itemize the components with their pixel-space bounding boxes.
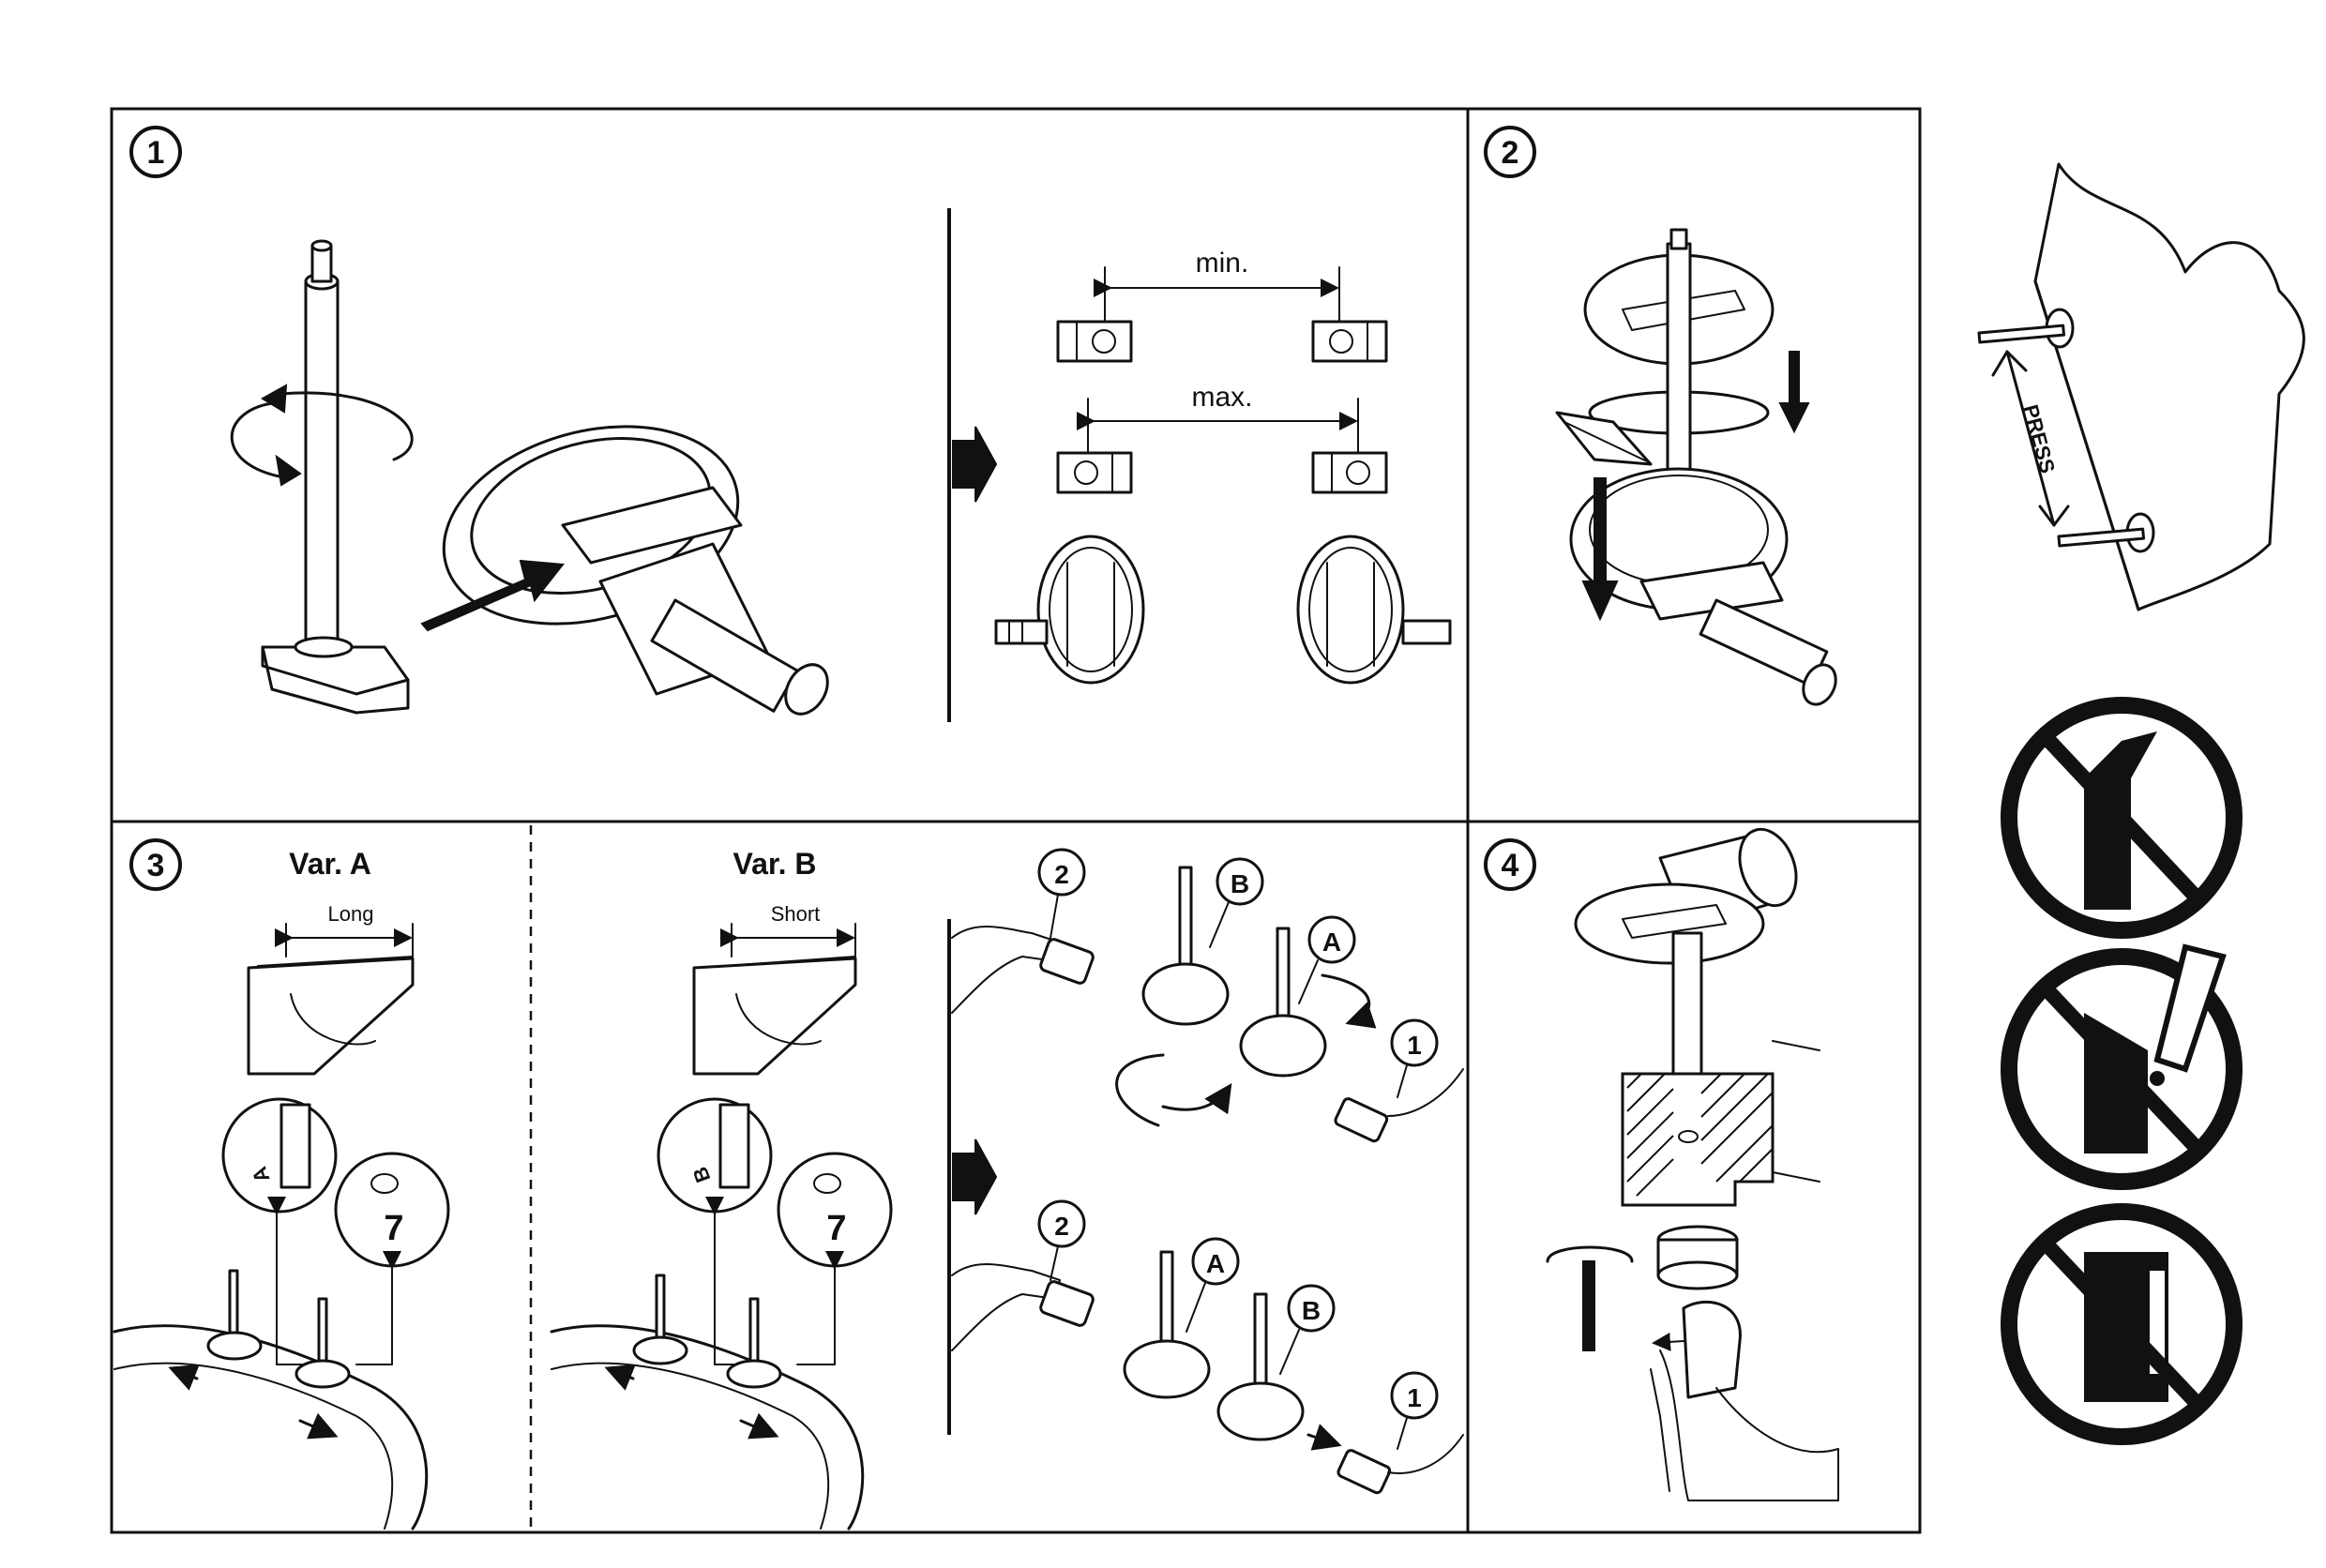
step-badge-2: 2 [1484,126,1536,178]
no-sitting-on-lid-icon [2001,697,2243,939]
no-abrasive-cleaner-icon [2001,943,2243,1190]
no-cleaning-products-icon [2001,1203,2243,1445]
sequence-bottom: 2 A B 1 [951,1199,1464,1495]
panel-frame [110,107,1922,1534]
var-a-long-dimension: Long [247,902,415,1076]
step-badge-3: 3 [129,838,182,891]
step-badge-4: 4 [1484,838,1536,891]
down-arrow-icon [1581,351,1810,622]
var-a-title: Var. A [289,847,371,881]
step2-assembly-illustration [1555,228,1837,706]
press-label: PRESS [2019,402,2060,476]
min-spacing-diagram: min. [1056,248,1388,363]
var-b-short-dimension: Short [692,902,857,1076]
seq1-letter-b: B [1231,869,1249,898]
var-b-title: Var. B [733,847,817,881]
var-b-detail-callouts: B 7 [657,1097,893,1365]
step-number-4: 4 [1502,848,1519,883]
sequence-top: 2 B A 1 [951,848,1464,1143]
step4-mounting-illustration [1546,827,1839,1501]
hinge-orientation-right [1296,535,1452,685]
insert-arrow-icon [420,559,565,632]
max-spacing-diagram: max. [1056,382,1388,494]
long-label: Long [328,902,374,926]
max-label: max. [1191,382,1252,413]
step1-pin-illustration [261,239,410,715]
var-a-detail-callouts: A 7 [221,1097,450,1365]
direction-arrow-icon [952,1138,998,1215]
var-a-callout-number: 7 [384,1209,403,1248]
seq1-tool-number: 2 [1054,860,1069,889]
rotate-arrow-icon [230,384,414,487]
var-b-seat-mounting [550,1274,865,1530]
hinge-orientation-left [994,535,1145,685]
step-number-2: 2 [1502,135,1519,171]
direction-arrow-icon [952,426,998,503]
seq2-hinge-number: 1 [1407,1383,1422,1412]
seq2-letter-a: A [1206,1249,1225,1278]
step-number-1: 1 [147,135,165,171]
quick-release-illustration: PRESS [1977,162,2305,611]
step1-hinge-illustration [442,425,829,716]
step-badge-1: 1 [129,126,182,178]
step-number-3: 3 [147,848,165,883]
var-b-callout-number: 7 [826,1209,846,1248]
min-label: min. [1196,248,1249,279]
seq2-tool-number: 2 [1054,1212,1069,1241]
var-a-seat-mounting [113,1269,429,1530]
seq2-letter-b: B [1302,1296,1321,1325]
seq1-hinge-number: 1 [1407,1031,1422,1060]
short-label: Short [771,902,821,926]
seq1-letter-a: A [1322,927,1341,957]
